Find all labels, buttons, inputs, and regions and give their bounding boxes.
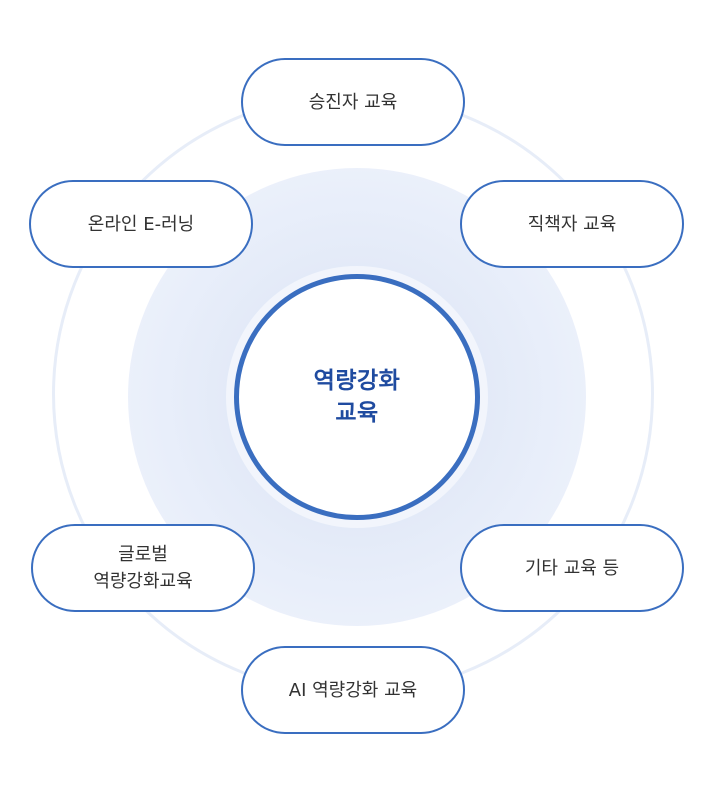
node-promotion-education[interactable]: 승진자 교육 <box>241 58 465 146</box>
node-position-holder-education[interactable]: 직책자 교육 <box>460 180 684 268</box>
node-ai-education[interactable]: AI 역량강화 교육 <box>241 646 465 734</box>
node-other-education[interactable]: 기타 교육 등 <box>460 524 684 612</box>
node-global-label-line-2: 역량강화교육 <box>93 571 193 592</box>
node-other-label: 기타 교육 등 <box>524 557 620 579</box>
node-global-education[interactable]: 글로벌 역량강화교육 <box>31 524 255 612</box>
center-circle: 역량강화 교육 <box>234 274 480 520</box>
node-online-elearning[interactable]: 온라인 E-러닝 <box>29 180 253 268</box>
node-position-holder-label: 직책자 교육 <box>527 213 617 235</box>
node-global-label-line-1: 글로벌 <box>118 544 168 565</box>
node-ai-label: AI 역량강화 교육 <box>288 679 418 701</box>
node-promotion-label: 승진자 교육 <box>308 91 398 113</box>
center-title-line-1: 역량강화 <box>313 368 401 394</box>
center-title-line-2: 교육 <box>335 400 379 426</box>
node-online-label: 온라인 E-러닝 <box>87 213 195 235</box>
